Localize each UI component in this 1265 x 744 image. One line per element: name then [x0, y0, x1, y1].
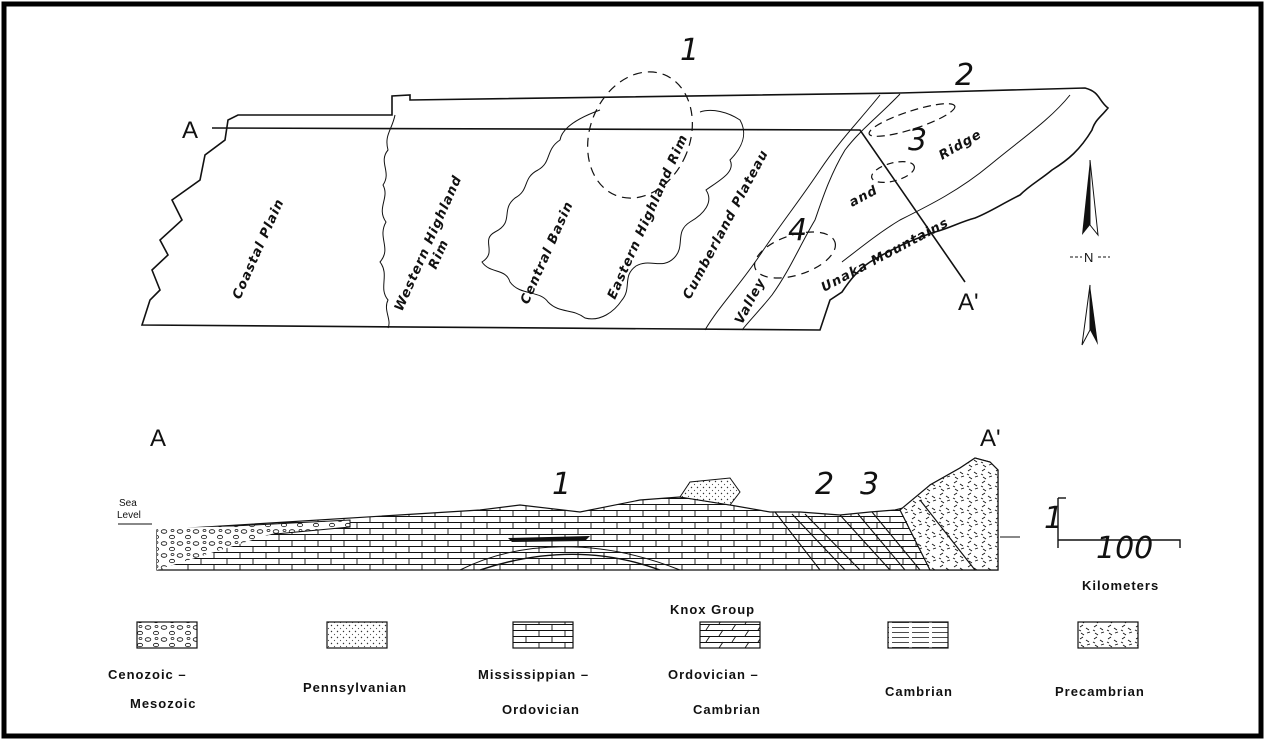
- site-2-outline: [868, 103, 956, 137]
- site-4-outline: [753, 231, 837, 279]
- svg-text:Knox Group: Knox Group: [670, 602, 755, 617]
- svg-text:Precambrian: Precambrian: [1055, 684, 1145, 699]
- section-label-a: A: [150, 425, 166, 452]
- scale-horizontal-label: 100: [1096, 531, 1153, 566]
- section-site-2: 2: [815, 467, 834, 502]
- marker-bed: [508, 536, 590, 542]
- svg-text:Cenozoic –: Cenozoic –: [108, 667, 187, 682]
- region-central-basin: Central Basin: [518, 199, 577, 307]
- legend-item-precambrian: Precambrian: [1055, 621, 1145, 699]
- cross-section: A A' 1 2 3 Sea Level 1 100 Kilometers: [117, 425, 1181, 593]
- section-site-1: 1: [552, 467, 571, 502]
- tennessee-map: A A' Coastal Plain Western Highland Rim …: [140, 33, 1110, 346]
- state-outline: [140, 87, 1110, 331]
- region-eastern-highland-rim: Eastern Highland Rim: [605, 132, 691, 301]
- section-site-3: 3: [860, 467, 879, 502]
- legend-swatch-shale: [887, 621, 949, 649]
- north-arrow: N: [1070, 159, 1110, 346]
- legend-swatch-pebbles: [136, 621, 198, 649]
- section-label-a-prime: A': [980, 425, 1001, 452]
- map-site-3: 3: [908, 123, 927, 158]
- svg-text:Ordovician –: Ordovician –: [668, 667, 759, 682]
- legend-item-mississippian-ordovician: Mississippian – Ordovician: [478, 621, 589, 717]
- region-and: and: [847, 183, 881, 210]
- map-site-1: 1: [680, 33, 699, 68]
- region-coastal-plain: Coastal Plain: [230, 196, 288, 301]
- boundary-plateau-east: [741, 93, 901, 331]
- legend-item-ordovician-cambrian: Knox Group Ordovician – Cambrian: [668, 602, 761, 717]
- unit-pennsylvanian: [679, 477, 741, 506]
- site-1-outline: [587, 71, 693, 199]
- boundary-valley-ridge: [841, 94, 1071, 263]
- map-site-2: 2: [955, 58, 974, 93]
- boundary-western-rim: [379, 114, 396, 329]
- region-unaka-mountains: Unaka Mountains: [819, 215, 952, 295]
- svg-text:Mississippian –: Mississippian –: [478, 667, 589, 682]
- svg-text:Mesozoic: Mesozoic: [130, 696, 197, 711]
- legend-item-cambrian: Cambrian: [885, 621, 953, 699]
- boundary-plateau-west: [704, 94, 881, 331]
- legend-item-pennsylvanian: Pennsylvanian: [303, 621, 407, 695]
- map-label-a: A: [182, 117, 198, 144]
- legend-swatch-crystalline: [1077, 621, 1139, 649]
- north-label: N: [1084, 250, 1093, 265]
- legend-swatch-limestone: [512, 621, 574, 649]
- section-line: [211, 127, 966, 283]
- scale-vertical-label: 1: [1044, 501, 1063, 536]
- legend: Cenozoic – Mesozoic Pennsylvanian Missis…: [108, 602, 1145, 717]
- svg-text:Ordovician: Ordovician: [502, 702, 580, 717]
- sea-level-label-1: Sea: [119, 498, 137, 509]
- map-label-a-prime: A': [958, 289, 979, 316]
- legend-item-cenozoic-mesozoic: Cenozoic – Mesozoic: [108, 621, 198, 711]
- svg-text:Cambrian: Cambrian: [885, 684, 953, 699]
- scale-unit-label: Kilometers: [1082, 578, 1159, 593]
- scale-bar: [1057, 498, 1181, 548]
- sea-level-label-2: Level: [117, 510, 141, 521]
- svg-text:Cambrian: Cambrian: [693, 702, 761, 717]
- map-site-4: 4: [788, 213, 807, 248]
- unit-precambrian: [899, 457, 999, 571]
- legend-swatch-dolomite: [699, 621, 761, 649]
- region-ridge: Ridge: [937, 127, 985, 163]
- site-3-outline: [871, 161, 915, 183]
- region-western-highland: Western Highland: [392, 173, 465, 313]
- svg-text:Pennsylvanian: Pennsylvanian: [303, 680, 407, 695]
- legend-swatch-dots: [326, 621, 388, 649]
- boundary-central-basin: [481, 109, 745, 320]
